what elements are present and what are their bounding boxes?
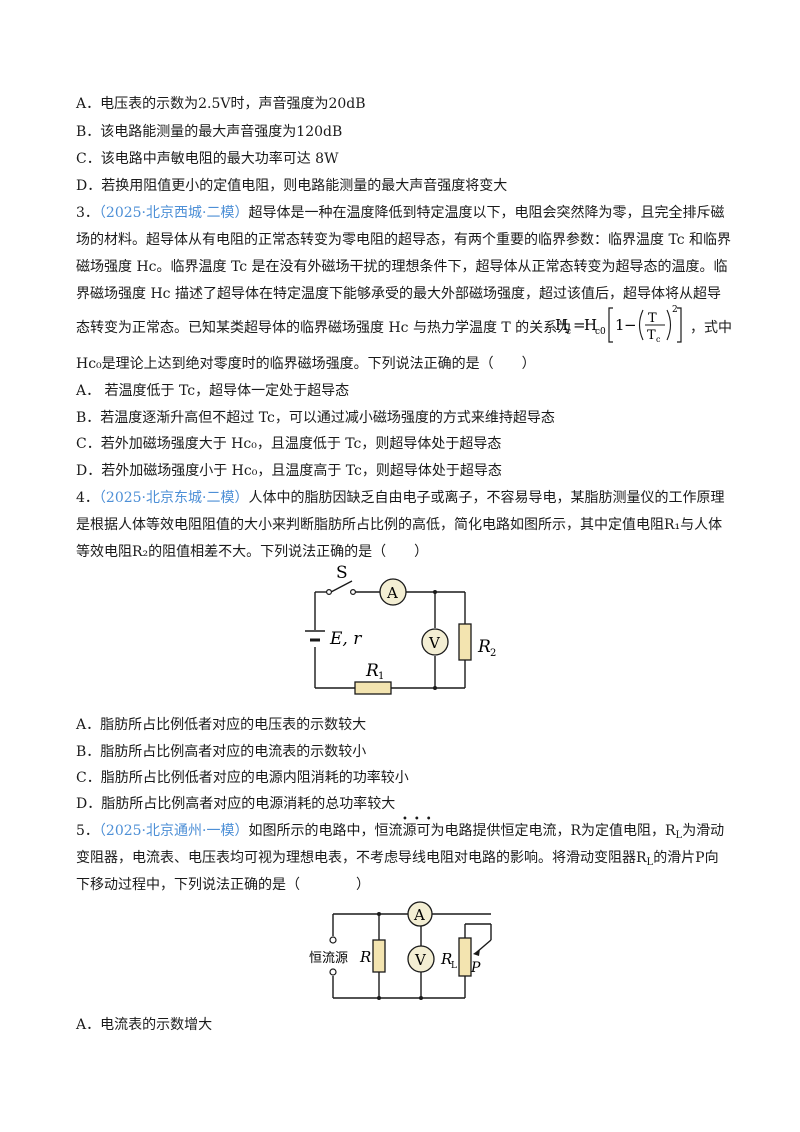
resistor-r	[372, 939, 386, 973]
q3-line-4: 界磁场强度 Hc 描述了超导体在特定温度下能够承受的最大外部磁场强度，超过该值后…	[76, 286, 721, 302]
rl-sub: L	[451, 961, 457, 971]
q4-text-1: 人体中的脂肪因缺乏自由电子或离子，不容易导电，某脂肪测量仪的工作原理	[248, 490, 725, 506]
r1-sub: 1	[378, 671, 384, 682]
q3-line-6: Hc₀是理论上达到绝对零度时的临界磁场强度。下列说法正确的是（ ）	[76, 356, 536, 372]
junction-4	[419, 996, 423, 1000]
q3-number: 3．	[76, 205, 99, 221]
q5-text-1: 如图所示的电路中，恒流源可为电路提供恒定电流，R为定值电阻，R	[248, 823, 676, 839]
q5-text-2-end: 的滑片P向	[653, 850, 719, 866]
q3-option-d: D．若外加磁场强度小于 Hc₀，且温度高于 Tc，则超导体处于超导态	[76, 463, 502, 479]
source-terminal-top	[329, 936, 337, 944]
q2-option-d: D．若换用阻值更小的定值电阻，则电路能测量的最大声音强度将变大	[76, 178, 508, 194]
formula-right-bracket	[677, 307, 682, 343]
resistor-r2	[458, 623, 472, 661]
q5-line-3: 下移动过程中，下列说法正确的是（ ）	[76, 877, 370, 893]
q5-line-2: 变阻器，电流表、电压表均可视为理想电表，不考虑导线电阻对电路的影响。将滑动变阻器…	[76, 848, 719, 873]
formula-left-paren	[638, 309, 644, 341]
q4-line-1: 4．（2025·北京东城·二模）人体中的脂肪因缺乏自由电子或离子，不容易导电，某…	[76, 488, 724, 508]
switch-contact-right	[349, 589, 356, 596]
formula-denominator-sub: c	[656, 335, 661, 344]
formula-denominator: T	[647, 328, 656, 343]
slider-p-label: P	[470, 960, 481, 976]
rl-label: R	[440, 950, 452, 968]
q3-line-2: 场的材料。超导体从有电阻的正常态转变为零电阻的超导态，有两个重要的临界参数：临界…	[76, 232, 731, 248]
q5-number: 5．	[76, 823, 99, 839]
ammeter-label: A	[386, 584, 398, 602]
ammeter-label-q5: A	[413, 906, 425, 924]
voltmeter-label-q5: V	[414, 951, 427, 969]
r2-sub: 2	[490, 648, 496, 659]
q3-source: （2025·北京西城·二模）	[98, 205, 249, 221]
q4-number: 4．	[76, 490, 99, 506]
q4-line-2: 是根据人体等效电阻阻值的大小来判断脂肪所占比例的高低，简化电路如图所示，其中定值…	[76, 517, 723, 533]
junction-3	[377, 996, 381, 1000]
formula-lhs-sub: c	[566, 327, 571, 337]
q5-text-2-sub: L	[646, 857, 654, 868]
ammeter-symbol	[379, 578, 407, 606]
formula-power: 2	[672, 305, 678, 315]
formula-equals: =	[573, 316, 586, 334]
q4-option-a: A．脂肪所占比例低者对应的电压表的示数较大	[76, 717, 367, 733]
q4-source: （2025·北京东城·二模）	[98, 490, 249, 506]
junction-bottom	[433, 686, 437, 690]
q3-option-a: A． 若温度低于 Tc，超导体一定处于超导态	[76, 383, 350, 399]
q2-option-c: C．该电路中声敏电阻的最大功率可达 8W	[76, 151, 339, 167]
formula-one: 1	[615, 316, 625, 334]
q5-text-1-end: 为滑动	[682, 823, 725, 839]
q3-option-b: B．若温度逐渐升高但不超过 Tc，可以通过减小磁场强度的方式来维持超导态	[76, 410, 555, 426]
q3-line-3: 磁场强度 Hc。临界温度 Tc 是在没有外磁场干扰的理想条件下，超导体从正常态转…	[76, 259, 728, 275]
slider-arrow	[473, 949, 480, 956]
q5-line-1: 5．（2025·北京通州·一模）如图所示的电路中，恒流源可为电路提供恒定电流，R…	[76, 821, 724, 846]
source-terminal-bottom	[329, 968, 337, 976]
junction-1	[377, 912, 381, 916]
q5-text-1-sub: L	[675, 830, 683, 841]
switch-contact-left	[326, 589, 333, 596]
formula-numerator: T	[648, 311, 657, 326]
current-source-label: 恒流源	[309, 951, 348, 966]
resistor-r1	[354, 681, 392, 695]
q5-option-a: A．电流表的示数增大	[76, 1017, 213, 1033]
rheostat-rl	[458, 937, 472, 977]
q4-option-d: D．脂肪所占比例高者对应的电源消耗的总功率较大	[76, 796, 396, 812]
formula-left-bracket	[608, 307, 613, 343]
q3-line-1: 3．（2025·北京西城·二模）超导体是一种在温度降低到特定温度以下，电阻会突然…	[76, 203, 724, 223]
q4-circuit-diagram: S E, r A V R 2 R 1	[305, 563, 496, 695]
q5-text-2: 变阻器，电流表、电压表均可视为理想电表，不考虑导线电阻对电路的影响。将滑动变阻器…	[76, 850, 647, 866]
q4-option-c: C．脂肪所占比例低者对应的电源内阻消耗的功率较小	[76, 770, 409, 786]
q3-line-5: 态转变为正常态。已知某类超导体的临界磁场强度 Hc 与热力学温度 T 的关系为	[76, 320, 572, 336]
voltmeter-symbol-q5	[407, 945, 435, 973]
r1-label: R	[365, 661, 379, 681]
voltmeter-label: V	[428, 634, 441, 652]
q2-option-b: B．该电路能测量的最大声音强度为120dB	[76, 124, 343, 140]
formula-lhs: H	[555, 316, 568, 334]
q5-source: （2025·北京通州·一模）	[98, 823, 249, 839]
q5-circuit-diagram: 恒流源 R V A R L P	[309, 901, 492, 1000]
formula-right-paren	[666, 309, 672, 341]
q3-formula: H c = H c0 1 − T T c 2	[555, 305, 682, 344]
q4-line-3: 等效电阻R₂的阻值相差不大。下列说法正确的是（ ）	[76, 544, 429, 560]
ammeter-symbol-q5	[407, 901, 433, 927]
switch-label: S	[336, 563, 348, 583]
formula-minus: −	[624, 316, 637, 334]
q3-text-1: 超导体是一种在温度降低到特定温度以下，电阻会突然降为零，且完全排斥磁	[248, 205, 725, 221]
formula-coef-sub: c0	[595, 327, 606, 337]
junction-top	[433, 590, 437, 594]
q3-line-5-end: ，式中	[690, 320, 732, 336]
formula-coef: H	[584, 316, 597, 334]
q2-option-a: A．电压表的示数为2.5V时，声音强度为20dB	[76, 96, 366, 112]
q3-option-c: C．若外加磁场强度大于 Hc₀，且温度低于 Tc，则超导体处于超导态	[76, 436, 502, 452]
r-label: R	[359, 948, 371, 966]
voltmeter-symbol	[421, 628, 449, 656]
emphasis-dots: •••	[402, 814, 438, 825]
source-label: E, r	[329, 629, 362, 649]
q4-option-b: B．脂肪所占比例高者对应的电流表的示数较小	[76, 744, 367, 760]
r2-label: R	[477, 637, 491, 657]
